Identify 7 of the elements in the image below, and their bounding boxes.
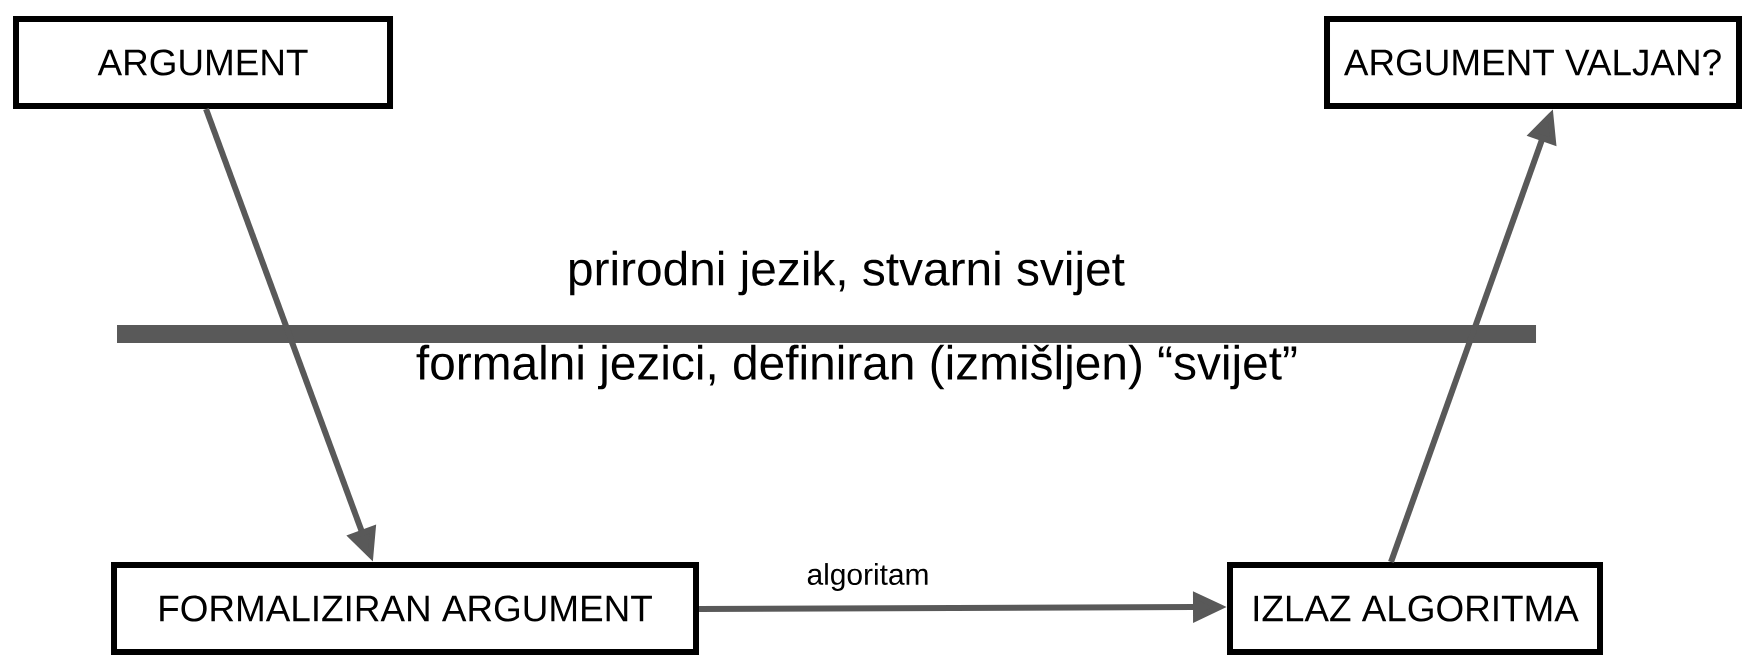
- process-box: ARGUMENT VALJAN?: [1324, 16, 1742, 109]
- process-box: IZLAZ ALGORITMA: [1227, 562, 1603, 655]
- edge-label: algoritam: [804, 561, 932, 593]
- process-box: FORMALIZIRAN ARGUMENT: [111, 562, 699, 655]
- divider-bar: [117, 325, 1536, 343]
- region-label: formalni jezici, definiran (izmišljen) “svijet”: [416, 344, 1297, 390]
- process-box: ARGUMENT: [13, 16, 393, 109]
